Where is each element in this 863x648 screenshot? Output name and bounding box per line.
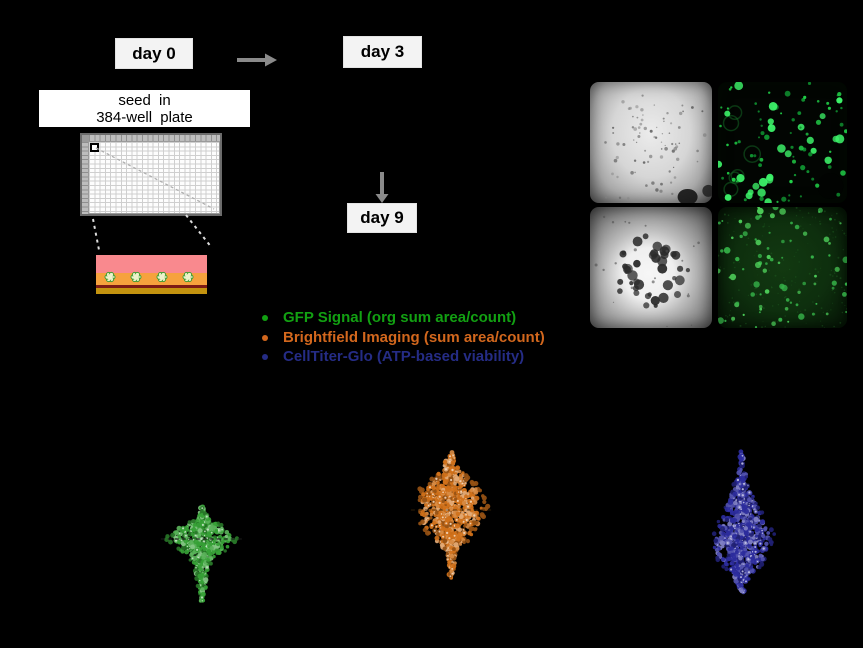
bullet-icon — [262, 354, 268, 360]
seed-step-box: seed in 384-well plate — [39, 90, 250, 127]
legend-item-brightfield: Brightfield Imaging (sum area/count) — [255, 328, 545, 348]
violin-series-0 — [160, 504, 244, 603]
plate-zoom-connector-lines — [92, 214, 213, 251]
well-cross-section-graphic — [96, 255, 207, 296]
day3-label: day 3 — [360, 42, 405, 61]
gfp-image-bottom — [718, 207, 847, 328]
bullet-icon — [262, 315, 268, 321]
plate-row-header-strip — [82, 142, 88, 214]
brightfield-image-bottom — [590, 207, 712, 328]
gfp-image-top — [718, 82, 847, 203]
bullet-icon — [262, 334, 268, 341]
day0-label: day 0 — [132, 43, 176, 63]
day3-box: day 3 — [343, 36, 422, 68]
seed-step-line1: seed in — [118, 92, 171, 109]
arrow-day0-to-day3 — [237, 53, 277, 67]
beeswarm-violin-plots — [160, 449, 776, 603]
readout-legend: GFP Signal (org sum area/count) Brightfi… — [255, 308, 545, 367]
legend-label-brightfield: Brightfield Imaging (sum area/count) — [283, 328, 545, 346]
plate-a1-marker — [90, 143, 99, 152]
day0-box: day 0 — [115, 38, 193, 69]
day9-label: day 9 — [360, 208, 404, 227]
legend-label-celltiterglo: CellTiter-Glo (ATP-based viability) — [283, 348, 525, 365]
legend-label-gfp: GFP Signal (org sum area/count) — [283, 309, 517, 326]
day9-box: day 9 — [347, 203, 417, 233]
well-matrix-layer — [96, 271, 207, 285]
legend-item-gfp: GFP Signal (org sum area/count) — [255, 308, 545, 328]
arrow-day3-to-day9 — [375, 172, 389, 203]
plate-column-header-strip — [89, 135, 220, 141]
violin-series-1 — [410, 450, 492, 580]
plate-well-grid — [89, 142, 219, 213]
well-bottom-line — [96, 285, 207, 288]
plate-diagonal-dashed-line — [95, 147, 215, 210]
well-media-layer — [96, 255, 207, 273]
brightfield-image-top — [590, 82, 712, 203]
organoid-icons — [104, 271, 194, 283]
violin-series-2 — [711, 449, 776, 595]
well-plate-bottom-layer — [96, 288, 207, 294]
legend-item-celltiterglo: CellTiter-Glo (ATP-based viability) — [255, 347, 545, 367]
plate-384-well-graphic — [80, 133, 222, 216]
seed-step-line2: 384-well plate — [96, 109, 193, 126]
